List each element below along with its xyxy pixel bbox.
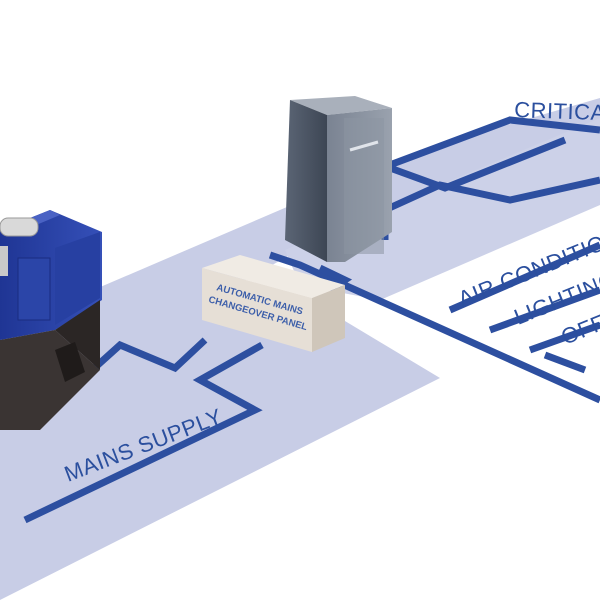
wire-critical-top (353, 116, 600, 182)
wire-mains (23, 341, 264, 524)
wire-office (528, 321, 600, 354)
wire-lighting (488, 286, 600, 334)
wire-critical-bus (388, 136, 567, 192)
floor-plane-right (285, 118, 600, 300)
generator-unit (0, 210, 102, 430)
wire-generator (87, 337, 208, 375)
floor-plane-main (0, 98, 600, 600)
wire-critical-mid (383, 176, 600, 214)
label-office: OFF (558, 309, 600, 349)
label-critical-load: CRITICAL L (514, 97, 600, 126)
wire-office-end (543, 351, 587, 374)
wire-cabinet-main (268, 251, 600, 404)
wire-air (448, 241, 600, 314)
ups-cabinet (285, 96, 392, 262)
